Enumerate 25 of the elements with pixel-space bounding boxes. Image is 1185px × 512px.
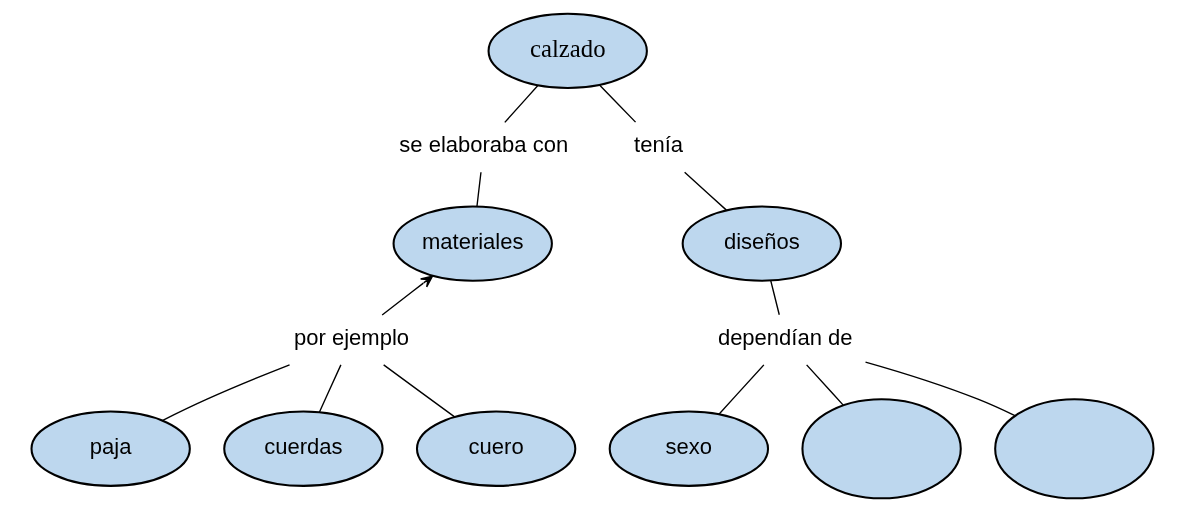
connector <box>504 84 539 124</box>
node-ellipse: paja <box>30 410 191 487</box>
connector <box>864 361 1016 417</box>
connector <box>718 364 765 415</box>
connector <box>598 84 637 123</box>
connector <box>476 171 482 207</box>
node-ellipse: diseños <box>681 205 843 282</box>
connector <box>161 364 291 422</box>
node-text: se elaboraba con <box>399 132 569 158</box>
connector <box>318 364 342 413</box>
node-ellipse: materiales <box>392 205 553 282</box>
node-text: por ejemplo <box>294 325 410 351</box>
connector <box>382 364 455 418</box>
node-ellipse: calzado <box>487 12 648 90</box>
node-text: tenía <box>634 132 684 158</box>
node-ellipse: cuero <box>415 410 577 487</box>
connector <box>770 280 780 316</box>
node-ellipse <box>994 398 1155 500</box>
connector <box>683 171 728 211</box>
node-ellipse: sexo <box>608 410 770 487</box>
node-ellipse: cuerdas <box>223 410 384 487</box>
node-ellipse <box>801 398 962 500</box>
node-text: dependían de <box>717 325 853 351</box>
arrow <box>381 275 434 316</box>
connector <box>805 364 844 406</box>
